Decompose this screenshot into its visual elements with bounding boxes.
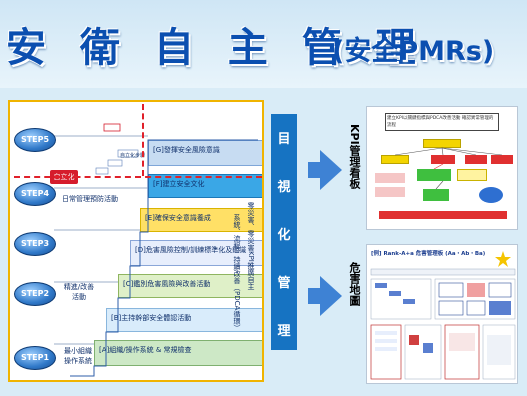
kpi-thumb-box-r2 [491,155,513,164]
arrow-to-hazard-stem [308,288,322,304]
kpi-thumb-box-r1 [465,155,487,164]
step-side-label-2: 精進/改善 活動 [63,283,95,301]
page-title: 安 衛 自 主 管 理 [6,25,426,71]
vertical-note-system: 系統、流程、持續改善（PDCA循環） [233,214,241,332]
step-side-label-3: 日常管理預防活動 [62,195,118,203]
hazard-thumb-title: [例] Rank-A+a 危害管理板 (Aa・Ab・Ba) [371,251,486,257]
stair-d-label: [D]危害風險控制/訓練標準化及鑑識 [135,246,247,254]
kpi-thumb-box-mid1 [431,155,455,164]
hazard-thumb-drawing [370,251,516,380]
kpi-board-label: KPI管理看板 [348,124,361,189]
kpi-thumb-box-left [381,155,409,164]
title-band [0,0,527,88]
stair-e-label: [E]確保安全意識養成 [145,214,211,222]
kpi-thumb-title-text: 建立KPI以關鍵指標與PDCA改善活動 確認異常管理的流程 [387,116,494,128]
visual-management-char-1: 目 [277,132,291,147]
kpi-thumb-box-green2 [423,189,449,201]
visual-management-char-2: 視 [277,180,291,195]
stair-outline [54,123,258,377]
stair-d: [D]危害風險控制/訓練標準化及鑑識 [130,240,262,266]
kpi-thumb-box-green1 [417,169,451,181]
kpi-thumb-box-bottom [379,211,507,219]
step-diagram: [G]發揮安全風險意識 [F]建立安全文化 [E]確保安全意識養成 [D]危害風… [8,100,264,382]
hazard-map-label: 危害地圖 [348,262,361,306]
stair-b-label: [B]主持幹部安全體認活動 [111,314,192,322]
stair-g: [G]發揮安全風險意識 [148,140,262,166]
kpi-thumb-title [385,113,499,131]
visual-management-char-3: 化 [277,228,291,243]
arrow-to-kpi-stem [308,162,322,178]
step1-badge: STEP1 [14,346,56,370]
kpi-thumb-box-yellow [457,169,487,181]
step-side-label-4: 自立化步驟 [120,153,146,159]
step5-badge: STEP5 [14,128,56,152]
visual-management-char-5: 理 [277,324,291,339]
hazard-map-thumbnail: [例] Rank-A+a 危害管理板 (Aa・Ab・Ba) [366,244,518,384]
vertical-note-kpi: 零災害、零災害KPI推廣自主 [247,202,255,290]
stair-g-label: [G]發揮安全風險意識 [153,146,220,154]
stair-f: [F]建立安全文化 [148,174,262,198]
stair-f-label: [F]建立安全文化 [153,180,205,188]
stair-c: [C]鑑別危害風險與改善活動 [118,274,262,298]
kpi-thumb-box-pink1 [375,173,405,183]
arrow-to-kpi-icon [320,150,342,190]
kpi-thumb-box-blue [479,187,503,203]
stair-b: [B]主持幹部安全體認活動 [106,308,262,332]
kpi-thumb-box-top [423,139,461,148]
arrow-to-hazard-icon [320,276,342,316]
stair-a-label: [A]組織/操作系統 & 常規檢查 [99,346,192,354]
visual-management-bar [271,114,297,350]
self-reliance-divider [142,104,144,176]
stair-e: [E]確保安全意識養成 [140,208,262,232]
stair-a: [A]組織/操作系統 & 常規檢查 [94,340,262,366]
stair-c-label: [C]鑑別危害風險與改善活動 [123,280,211,288]
step-side-label-1: 最小組織 操作系統 [64,347,92,365]
kpi-board-thumbnail: 建立KPI以關鍵指標與PDCA改善活動 確認異常管理的流程 [366,106,518,230]
visual-management-char-4: 管 [277,276,291,291]
step4-badge: STEP4 [14,182,56,206]
kpi-thumb-lines [394,147,503,190]
step3-badge: STEP3 [14,232,56,256]
step2-badge: STEP2 [14,282,56,306]
page-subtitle: (安全PMRs) [332,36,495,67]
self-reliance-line [14,176,262,178]
kpi-thumb-box-pink2 [375,187,405,197]
